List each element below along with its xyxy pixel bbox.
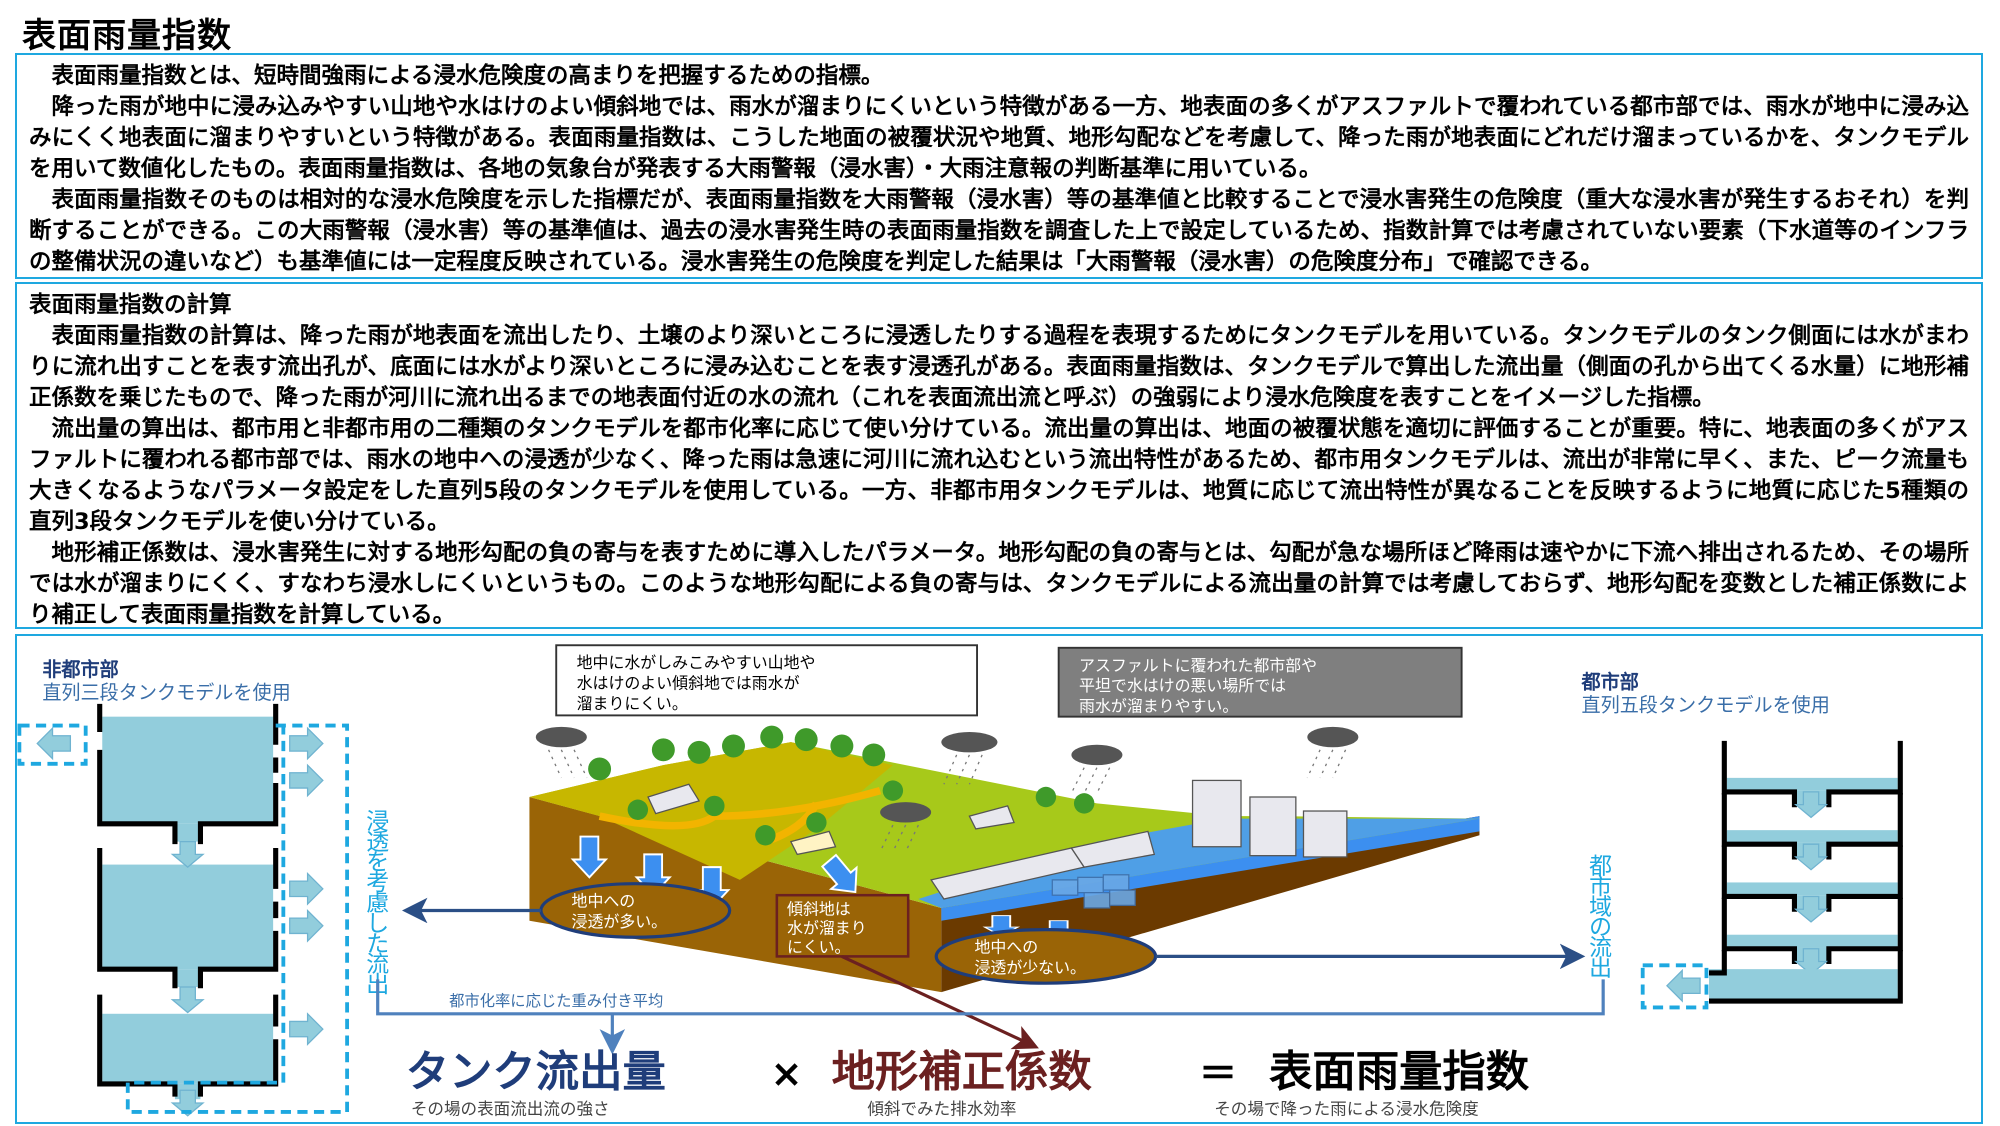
outflow-arrow-icon	[289, 727, 324, 760]
urban-subtitle: 直列五段タンクモデルを使用	[1581, 694, 1829, 717]
vertical-label-char: を	[366, 850, 389, 876]
weighted-average-line	[376, 979, 1605, 1016]
calc-paragraph: 流出量の算出は、都市用と非都市用の二種類のタンクモデルを都市化率に応じて使い分け…	[29, 416, 1969, 535]
urban-callout-line: アスファルトに覆われた都市部や	[1079, 656, 1317, 675]
ellipse-less-line: 浸透が少ない。	[974, 958, 1085, 977]
ellipse-more-line: 地中への	[572, 892, 636, 911]
vertical-label-char: 出	[1589, 956, 1612, 982]
intro-section: 表面雨量指数とは、短時間強雨による浸水危険度の高まりを把握するための指標。 降っ…	[15, 53, 1983, 279]
urban-title: 都市部	[1580, 671, 1638, 694]
mountain-callout-line: 地中に水がしみこみやすい山地や	[577, 653, 816, 672]
vertical-label-char: た	[366, 931, 389, 957]
mountain-callout-line: 水はけのよい傾斜地では雨水が	[577, 674, 800, 693]
slope-box-line: 水が溜まり	[787, 918, 867, 937]
tank-wall	[1721, 845, 1903, 912]
urban-callout-line: 平坦で水はけの悪い場所では	[1079, 676, 1286, 695]
slope-box-line: 傾斜地は	[787, 899, 851, 918]
nonurban-subtitle: 直列三段タンクモデルを使用	[42, 681, 290, 704]
tank-water	[1726, 830, 1898, 843]
vertical-label-char: 浸	[366, 809, 389, 835]
diagram-section	[15, 634, 1983, 1124]
tank-wall	[1721, 897, 1903, 965]
outflow-arrow-icon	[289, 1013, 324, 1046]
tank-wall	[1709, 950, 1903, 1004]
tank-runoff-term: タンク流出量	[406, 1047, 666, 1097]
infiltration-arrow-icon	[171, 986, 204, 1014]
vertical-label-char: 市	[1589, 874, 1612, 900]
tank-water	[1709, 969, 1898, 1000]
intro-paragraph: 降った雨が地中に浸み込みやすい山地や水はけのよい傾斜地では、雨水が溜まりにくいと…	[29, 94, 1969, 182]
vertical-label-char: 慮	[366, 890, 389, 916]
tank-wall	[1721, 740, 1903, 808]
outflow-dashed-box	[1640, 963, 1709, 1010]
outflow-arrow-icon	[1666, 969, 1701, 1002]
equals-sign: ＝	[1199, 1051, 1237, 1096]
slope-box-line: にくい。	[787, 938, 850, 957]
tank-wall	[1721, 793, 1903, 860]
equation: タンク流出量 × 地形補正係数 ＝ 表面雨量指数 その場の表面流出流の強さ 傾斜…	[406, 1047, 1530, 1118]
vertical-label-char: 域	[1589, 894, 1612, 920]
calc-paragraph: 表面雨量指数の計算は、降った雨が地表面を流出したり、土壌のより深いところに浸透し…	[29, 323, 1969, 411]
vertical-label-char: 考	[366, 870, 389, 896]
urban-callout-line: 雨水が溜まりやすい。	[1079, 697, 1238, 716]
tank-water	[1726, 934, 1898, 948]
tank-runoff-caption: その場の表面流出流の強さ	[411, 1100, 610, 1119]
infiltration-arrow-icon	[171, 840, 204, 868]
arrow-to-terrain-factor	[841, 954, 1039, 1050]
outflow-arrow-icon	[289, 764, 324, 797]
outflow-arrow-icon	[36, 727, 72, 760]
nonurban-title: 非都市部	[42, 658, 118, 681]
urban-callout-box	[1057, 646, 1463, 718]
page-title: 表面雨量指数	[22, 16, 232, 56]
vertical-label-char: の	[1589, 915, 1612, 941]
tank-water	[1726, 777, 1898, 791]
vertical-label-char: 透	[366, 829, 389, 855]
result-term: 表面雨量指数	[1269, 1047, 1530, 1097]
three-stage-tank-model	[17, 703, 350, 1117]
outflow-arrow-icon	[289, 909, 324, 942]
calc-heading: 表面雨量指数の計算	[29, 292, 232, 318]
vertical-label-char: 都	[1589, 854, 1612, 880]
weighted-average-label: 都市化率に応じた重み付き平均	[449, 992, 663, 1010]
outflow-arrow-icon	[289, 872, 324, 905]
terrain-factor-caption: 傾斜でみた排水効率	[867, 1100, 1016, 1119]
tank-water	[1726, 882, 1898, 896]
mountain-callout-box	[555, 644, 979, 717]
intro-paragraph: 表面雨量指数そのものは相対的な浸水危険度を示した指標だが、表面雨量指数を大雨警報…	[29, 187, 1969, 275]
vertical-label-char: 流	[1589, 935, 1612, 961]
times-sign: ×	[770, 1051, 802, 1096]
slope-box	[775, 893, 910, 958]
ellipse-less-line: 地中への	[974, 938, 1038, 957]
result-caption: その場で降った雨による浸水危険度	[1214, 1100, 1479, 1119]
mountain-callout-line: 溜まりにくい。	[577, 694, 688, 713]
intro-paragraph: 表面雨量指数とは、短時間強雨による浸水危険度の高まりを把握するための指標。	[51, 63, 884, 89]
landscape-illustration	[529, 725, 1480, 993]
five-stage-tank-model	[1640, 740, 1903, 1010]
calc-paragraph: 地形補正係数は、浸水害発生に対する地形勾配の負の寄与を表すために導入したパラメー…	[29, 540, 1969, 628]
vertical-label-char: 流	[366, 952, 389, 978]
calc-section: 表面雨量指数の計算 表面雨量指数の計算は、降った雨が地表面を流出したり、土壌のよ…	[15, 282, 1983, 629]
vertical-label-char: し	[366, 911, 389, 937]
terrain-factor-term: 地形補正係数	[832, 1047, 1093, 1097]
ellipse-more-line: 浸透が多い。	[572, 912, 668, 931]
